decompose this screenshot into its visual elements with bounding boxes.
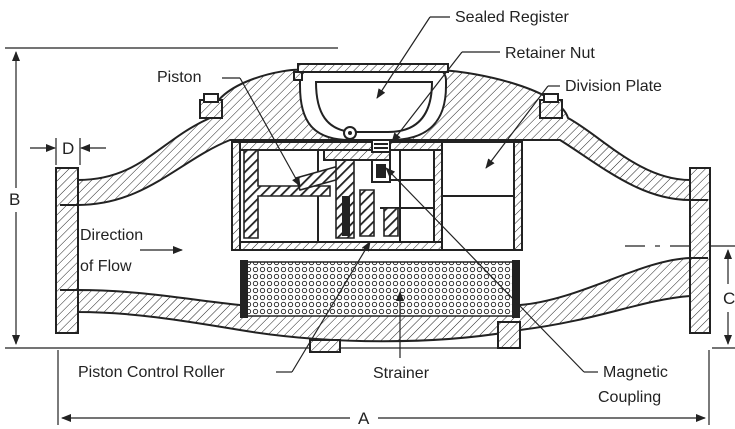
dimension-b: B <box>9 190 20 209</box>
label-sealed-register: Sealed Register <box>455 9 570 26</box>
cover-bolts <box>199 93 563 119</box>
dimension-a: A <box>358 409 370 428</box>
leader-lines <box>222 16 598 373</box>
label-coupling: Coupling <box>598 389 661 406</box>
piston <box>243 149 399 239</box>
label-piston-control-roller: Piston Control Roller <box>78 364 225 381</box>
label-retainer-nut: Retainer Nut <box>505 45 595 62</box>
sealed-register <box>293 63 449 141</box>
magnetic-coupling <box>323 139 391 183</box>
label-direction: Direction <box>80 227 143 244</box>
dimension-lines <box>5 47 735 425</box>
label-piston: Piston <box>157 69 201 86</box>
label-division-plate: Division Plate <box>565 78 662 95</box>
dimension-d: D <box>62 139 74 158</box>
label-magnetic: Magnetic <box>603 364 668 381</box>
label-strainer: Strainer <box>373 365 430 382</box>
dimension-c: C <box>723 289 735 308</box>
strainer <box>240 260 520 318</box>
label-of-flow: of Flow <box>80 258 132 275</box>
